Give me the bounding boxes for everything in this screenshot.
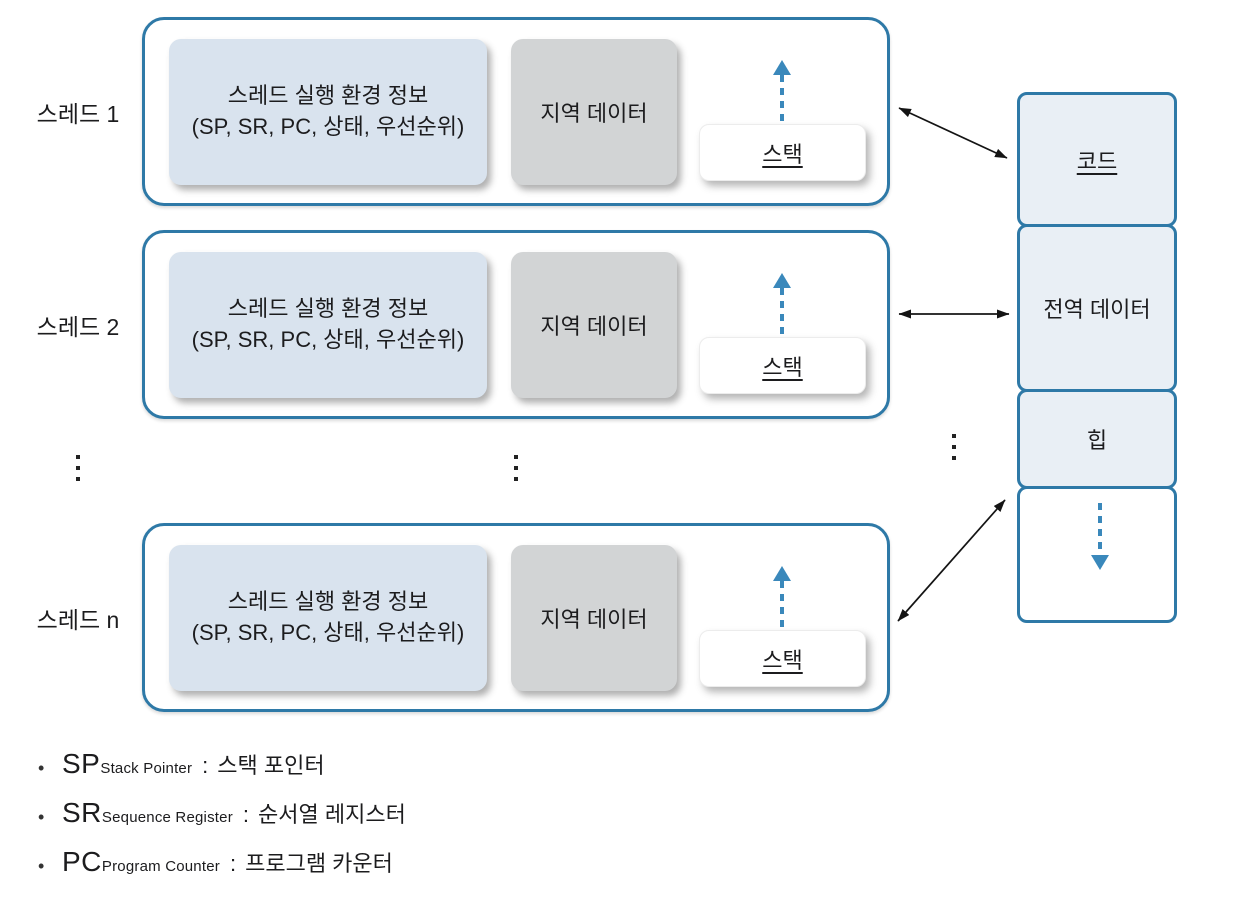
- legend-meaning: 스택 포인터: [217, 753, 325, 778]
- env-info-line1: 스레드 실행 환경 정보: [227, 589, 429, 615]
- heap-growth-arrow-icon: [1091, 503, 1109, 570]
- arrow-up-head: [773, 273, 791, 288]
- local-data-box: 지역 데이터: [511, 545, 677, 691]
- vertical-ellipsis-middle: [514, 455, 518, 481]
- local-data-label: 지역 데이터: [540, 101, 648, 126]
- stack-box: 스택: [699, 124, 866, 181]
- arrow-dashed-line: [1098, 503, 1102, 555]
- thread-2-box: 스레드 실행 환경 정보 (SP, SR, PC, 상태, 우선순위) 지역 데…: [142, 230, 890, 419]
- thread-row-2: 스레드 2 스레드 실행 환경 정보 (SP, SR, PC, 상태, 우선순위…: [0, 230, 900, 419]
- legend-item-sr: • SRSequence Register: 순서열 레지스터: [38, 797, 406, 829]
- stack-growth-arrow-icon: [773, 566, 791, 629]
- stack-label: 스택: [762, 647, 803, 673]
- local-data-box: 지역 데이터: [511, 252, 677, 398]
- thread-n-box: 스레드 실행 환경 정보 (SP, SR, PC, 상태, 우선순위) 지역 데…: [142, 523, 890, 712]
- memory-code-label: 코드: [1076, 148, 1118, 174]
- legend-abbr: SR: [62, 797, 102, 828]
- legend: • SPStack Pointer: 스택 포인터 • SRSequence Regi…: [38, 748, 406, 895]
- legend-abbr: SP: [62, 748, 101, 779]
- thread-1-box: 스레드 실행 환경 정보 (SP, SR, PC, 상태, 우선순위) 지역 데…: [142, 17, 890, 206]
- local-data-label: 지역 데이터: [540, 314, 648, 339]
- memory-segment-heap: 힙: [1017, 389, 1177, 489]
- arrow-dashed-line: [780, 288, 784, 336]
- arrow-up-head: [773, 566, 791, 581]
- stack-growth-arrow-icon: [773, 273, 791, 336]
- thread-row-n: 스레드 n 스레드 실행 환경 정보 (SP, SR, PC, 상태, 우선순위…: [0, 523, 900, 712]
- local-data-box: 지역 데이터: [511, 39, 677, 185]
- thread-env-info-box: 스레드 실행 환경 정보 (SP, SR, PC, 상태, 우선순위): [169, 252, 487, 398]
- env-info-line2: (SP, SR, PC, 상태, 우선순위): [191, 114, 465, 139]
- vertical-ellipsis-left: [76, 455, 80, 481]
- stack-growth-arrow-icon: [773, 60, 791, 123]
- env-info-line1: 스레드 실행 환경 정보: [227, 83, 429, 109]
- legend-meaning: 순서열 레지스터: [258, 802, 406, 827]
- bullet-icon: •: [38, 807, 45, 827]
- thread-n-label: 스레드 n: [36, 606, 120, 633]
- legend-superscript: Stack Pointer: [100, 760, 193, 777]
- legend-item-sp: • SPStack Pointer: 스택 포인터: [38, 748, 406, 780]
- legend-meaning: 프로그램 카운터: [245, 851, 393, 876]
- thread-1-label: 스레드 1: [36, 100, 120, 127]
- legend-separator: :: [202, 753, 209, 778]
- env-info-line1: 스레드 실행 환경 정보: [227, 296, 429, 322]
- memory-heap-label: 힙: [1086, 428, 1108, 453]
- memory-segment-free-space: [1017, 486, 1177, 623]
- legend-superscript: Sequence Register: [101, 809, 233, 826]
- legend-item-pc: • PCProgram Counter: 프로그램 카운터: [38, 846, 406, 878]
- thread-row-1: 스레드 1 스레드 실행 환경 정보 (SP, SR, PC, 상태, 우선순위…: [0, 17, 900, 206]
- local-data-label: 지역 데이터: [540, 607, 648, 632]
- memory-segment-global-data: 전역 데이터: [1017, 224, 1177, 392]
- arrow-down-head: [1091, 555, 1109, 570]
- arrow-thread1-code: [898, 107, 1008, 159]
- env-info-line2: (SP, SR, PC, 상태, 우선순위): [191, 620, 465, 645]
- stack-box: 스택: [699, 337, 866, 394]
- legend-superscript: Program Counter: [101, 858, 220, 875]
- stack-label: 스택: [762, 354, 803, 380]
- env-info-line2: (SP, SR, PC, 상태, 우선순위): [191, 327, 465, 352]
- memory-column: 코드 전역 데이터 힙: [1017, 92, 1177, 623]
- arrow-up-head: [773, 60, 791, 75]
- legend-separator: :: [229, 851, 237, 876]
- memory-segment-code: 코드: [1017, 92, 1177, 227]
- legend-abbr: PC: [62, 846, 102, 877]
- arrow-threadn-heap: [897, 499, 1006, 622]
- memory-global-data-label: 전역 데이터: [1043, 297, 1151, 322]
- arrow-dashed-line: [780, 581, 784, 629]
- bullet-icon: •: [38, 856, 45, 876]
- stack-label: 스택: [762, 141, 803, 167]
- vertical-ellipsis-right: [952, 434, 956, 460]
- bullet-icon: •: [38, 758, 45, 778]
- thread-2-label: 스레드 2: [36, 313, 120, 340]
- stack-box: 스택: [699, 630, 866, 687]
- arrow-dashed-line: [780, 75, 784, 123]
- legend-separator: :: [242, 802, 250, 827]
- thread-env-info-box: 스레드 실행 환경 정보 (SP, SR, PC, 상태, 우선순위): [169, 545, 487, 691]
- thread-env-info-box: 스레드 실행 환경 정보 (SP, SR, PC, 상태, 우선순위): [169, 39, 487, 185]
